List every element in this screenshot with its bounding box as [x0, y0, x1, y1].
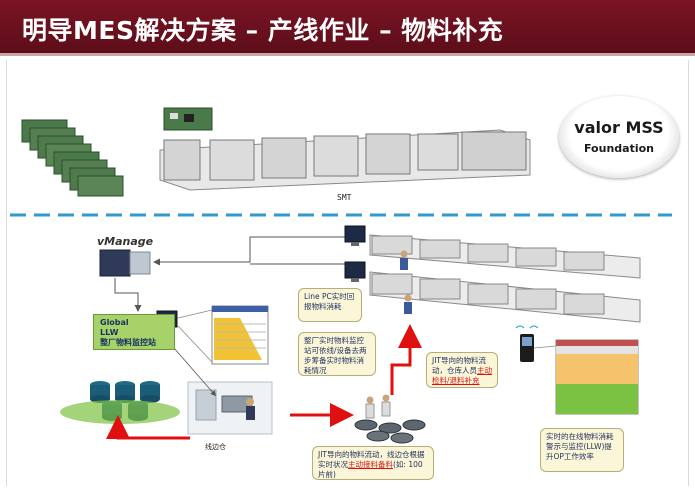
- line-pc-text: Line PC实时回报物料消耗: [304, 292, 355, 311]
- jit-warehouse-callout: JIT导向的物料流动，仓库人员主动检料/退料补充: [426, 352, 498, 388]
- edge-warehouse-callout: JIT导向的物料流动，线边仓根据实时状况主动接料备料(如: 100片前): [312, 446, 434, 480]
- material-list-icon: [555, 339, 639, 415]
- monitor-screenshot-icon: [211, 305, 269, 365]
- jit-warehouse-highlight: 主动检料/退料补充: [432, 366, 492, 385]
- handheld-text: 实时的在线物料消耗警示与监控(LLW)提升OP工作效率: [546, 432, 614, 461]
- line-pc-callout: Line PC实时回报物料消耗: [298, 288, 362, 322]
- smt-line-lower-icon: [369, 234, 641, 323]
- global-llw-line3: 整厂物料监控站: [100, 338, 156, 347]
- vmanage-label: vManage: [97, 235, 154, 248]
- handheld-callout: 实时的在线物料消耗警示与监控(LLW)提升OP工作效率: [540, 428, 624, 472]
- content-frame: [6, 60, 689, 486]
- valor-mss-logo: valor MSS Foundation: [559, 96, 679, 178]
- title-bar: [0, 0, 695, 56]
- smt-line-icon: [159, 129, 531, 191]
- handheld-scanner-icon: [515, 325, 539, 362]
- pcb-stack-icon: [21, 119, 124, 197]
- factory-monitor-callout: 整厂实时物料监控站可依线/设备去两步筹备实时物料消耗情况: [298, 332, 376, 376]
- edge-warehouse-highlight: 主动接料备料: [348, 460, 393, 469]
- edge-warehouse-suffix: (如: 100片前): [318, 460, 423, 479]
- warehouse-icon: [187, 381, 273, 435]
- reel-icon: [354, 419, 426, 444]
- single-pcb-icon: [163, 107, 213, 131]
- factory-monitor-text: 整厂实时物料监控站可依线/设备去两步筹备实时物料消耗情况: [304, 336, 367, 375]
- global-llw-line2: LLW: [100, 328, 119, 337]
- brand-subtitle: Foundation: [583, 142, 654, 155]
- warehouse-operator-icon: [365, 394, 391, 419]
- edge-warehouse-label: 线边仓: [205, 443, 226, 451]
- global-llw-box: Global LLW 整厂物料监控站: [93, 314, 175, 350]
- operator-icon: [400, 250, 412, 314]
- global-llw-line1: Global: [100, 318, 129, 327]
- server-icon: [99, 249, 151, 277]
- edge-warehouse-text: JIT导向的物料流动，线边仓根据实时状况: [318, 450, 425, 469]
- jit-warehouse-text: JIT导向的物料流动，仓库人员: [432, 356, 487, 375]
- smt-label: SMT: [337, 193, 352, 202]
- brand-name: valor MSS: [574, 118, 664, 137]
- page-title: 明导MES解决方案 – 产线作业 – 物料补充: [22, 16, 504, 45]
